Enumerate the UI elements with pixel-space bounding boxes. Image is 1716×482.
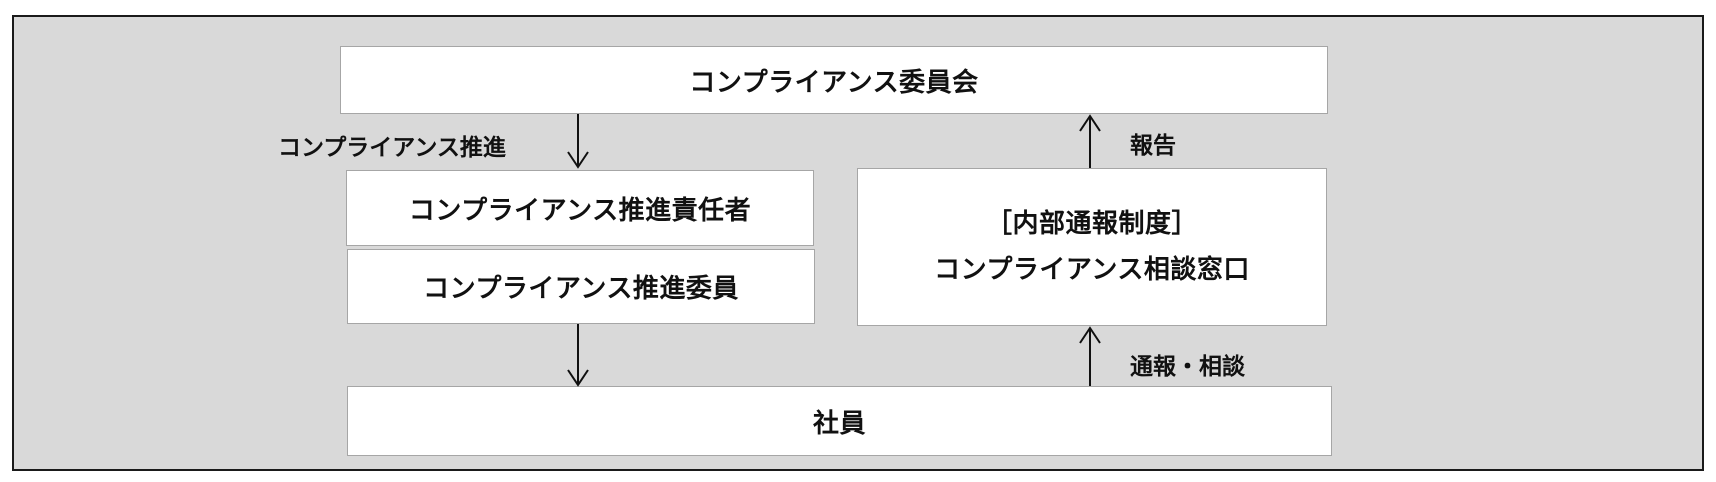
promotion-label: コンプライアンス推進 [278,135,506,161]
hotline-label: コンプライアンス相談窓口 [934,255,1250,285]
arrow-employees-to-hotline [1079,326,1101,386]
arrow-hotline-to-committee [1079,114,1101,168]
hotline-title: ［内部通報制度］ [985,209,1198,239]
employees-label: 社員 [812,408,866,439]
whistleblow-label: 通報・相談 [1130,354,1245,380]
committee-label: コンプライアンス委員会 [689,67,979,98]
hotline-box: ［内部通報制度］ コンプライアンス相談窓口 [857,168,1327,326]
promotion-member-label: コンプライアンス推進委員 [423,274,739,304]
arrow-committee-to-promotion [567,114,589,169]
promotion-manager-label: コンプライアンス推進責任者 [408,195,752,226]
employees-box: 社員 [347,386,1332,456]
report-label: 報告 [1130,133,1176,159]
committee-box: コンプライアンス委員会 [340,46,1328,114]
promotion-manager-box: コンプライアンス推進責任者 [346,170,814,246]
arrow-promotion-to-employees [567,324,589,387]
promotion-member-box: コンプライアンス推進委員 [347,249,815,324]
